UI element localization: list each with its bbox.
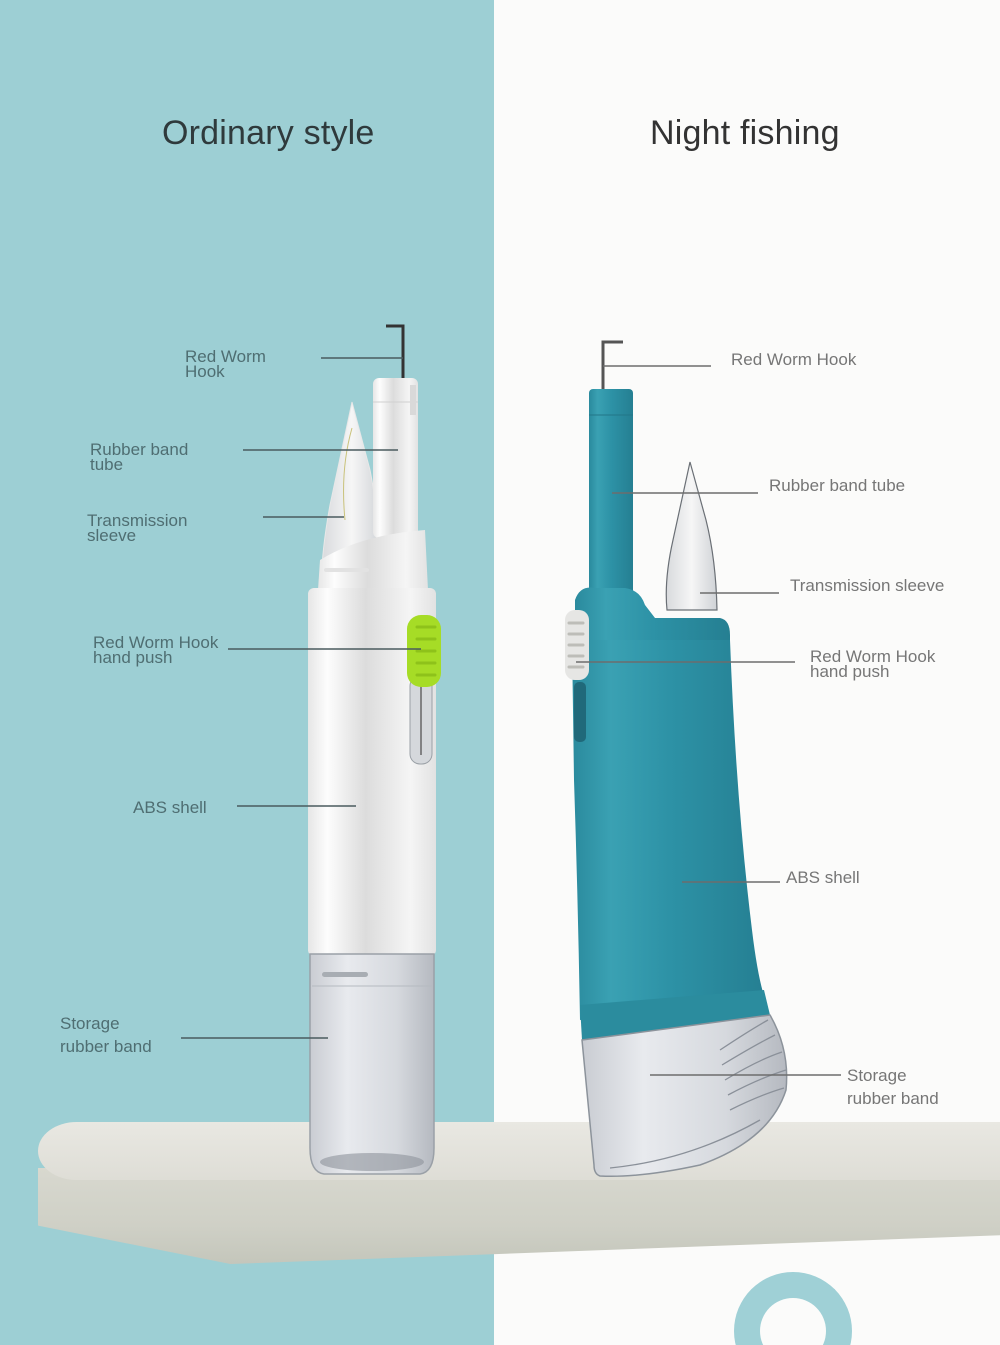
night-fishing-title: Night fishing: [650, 114, 840, 152]
label-hook-hand-push-night: Red Worm Hook hand push: [810, 647, 936, 681]
ordinary-device: [308, 324, 441, 1175]
left-leader-lines: [181, 357, 421, 1039]
label-transmission-sleeve-night: Transmission sleeve: [790, 576, 945, 595]
ordinary-style-title: Ordinary style: [162, 114, 375, 152]
label-transmission-sleeve-ordinary: Transmission sleeve: [87, 511, 188, 545]
right-leader-lines: [576, 365, 841, 1076]
label-rubber-band-tube-night: Rubber band tube: [769, 476, 906, 495]
label-abs-shell-ordinary: ABS shell: [133, 798, 207, 817]
label-storage-rubber-band-ordinary: Storage rubber band: [60, 1014, 152, 1056]
label-red-worm-hook-night: Red Worm Hook: [731, 350, 857, 369]
label-abs-shell-night: ABS shell: [786, 868, 860, 887]
label-rubber-band-tube-ordinary: Rubber band tube: [90, 440, 189, 474]
night-fishing-device: [565, 340, 788, 1177]
label-storage-rubber-band-night: Storage rubber band: [847, 1066, 939, 1108]
label-red-worm-hook-ordinary: Red Worm Hook: [185, 347, 266, 381]
display-platform-top: [38, 1122, 1000, 1180]
label-hook-hand-push-ordinary: Red Worm Hook hand push: [93, 633, 219, 667]
